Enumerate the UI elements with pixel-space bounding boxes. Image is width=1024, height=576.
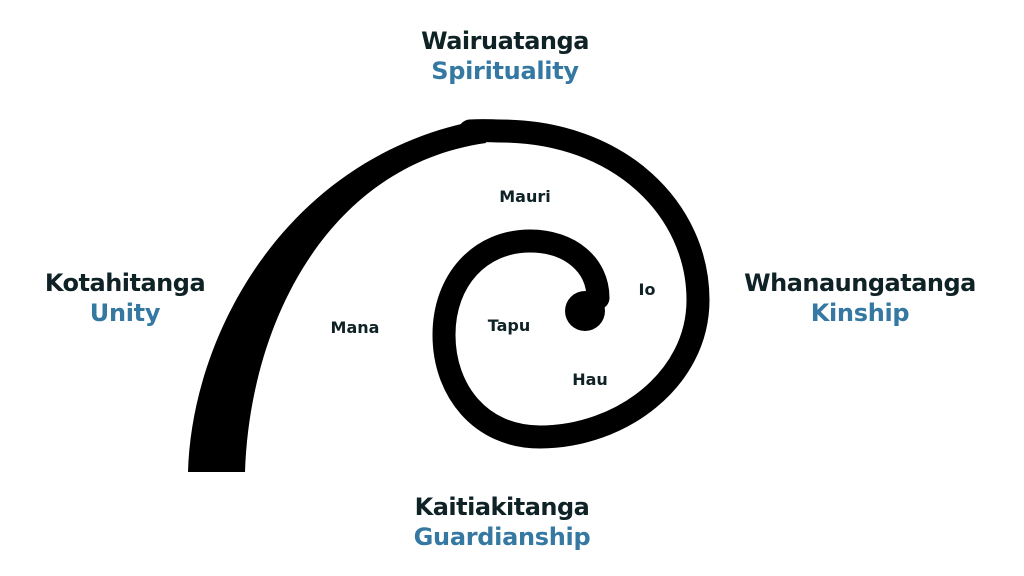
label-tapu: Tapu [487,316,531,335]
label-kotahitanga: Kotahitanga [44,269,206,297]
label-kinship-english: Kinship [810,299,910,327]
label-mana: Mana [330,318,380,337]
koru-spiral-line [432,119,710,449]
label-io: Io [638,280,656,299]
label-guardianship-english: Guardianship [413,523,591,551]
label-spirituality-english: Spirituality [431,57,579,85]
label-kinship: Whanaungatanga Kinship [744,268,976,328]
label-kaitiakitanga: Kaitiakitanga [414,493,590,521]
koru-bulb [565,291,605,331]
label-hau: Hau [572,370,608,389]
koru-tail [188,120,486,472]
label-mauri: Mauri [499,187,551,206]
label-guardianship: Kaitiakitanga Guardianship [414,492,591,552]
label-unity-english: Unity [89,299,161,327]
label-whanaungatanga: Whanaungatanga [744,269,976,297]
label-unity: Kotahitanga Unity [44,268,206,328]
label-spirituality: Wairuatanga Spirituality [421,26,589,86]
label-wairuatanga: Wairuatanga [421,27,589,55]
